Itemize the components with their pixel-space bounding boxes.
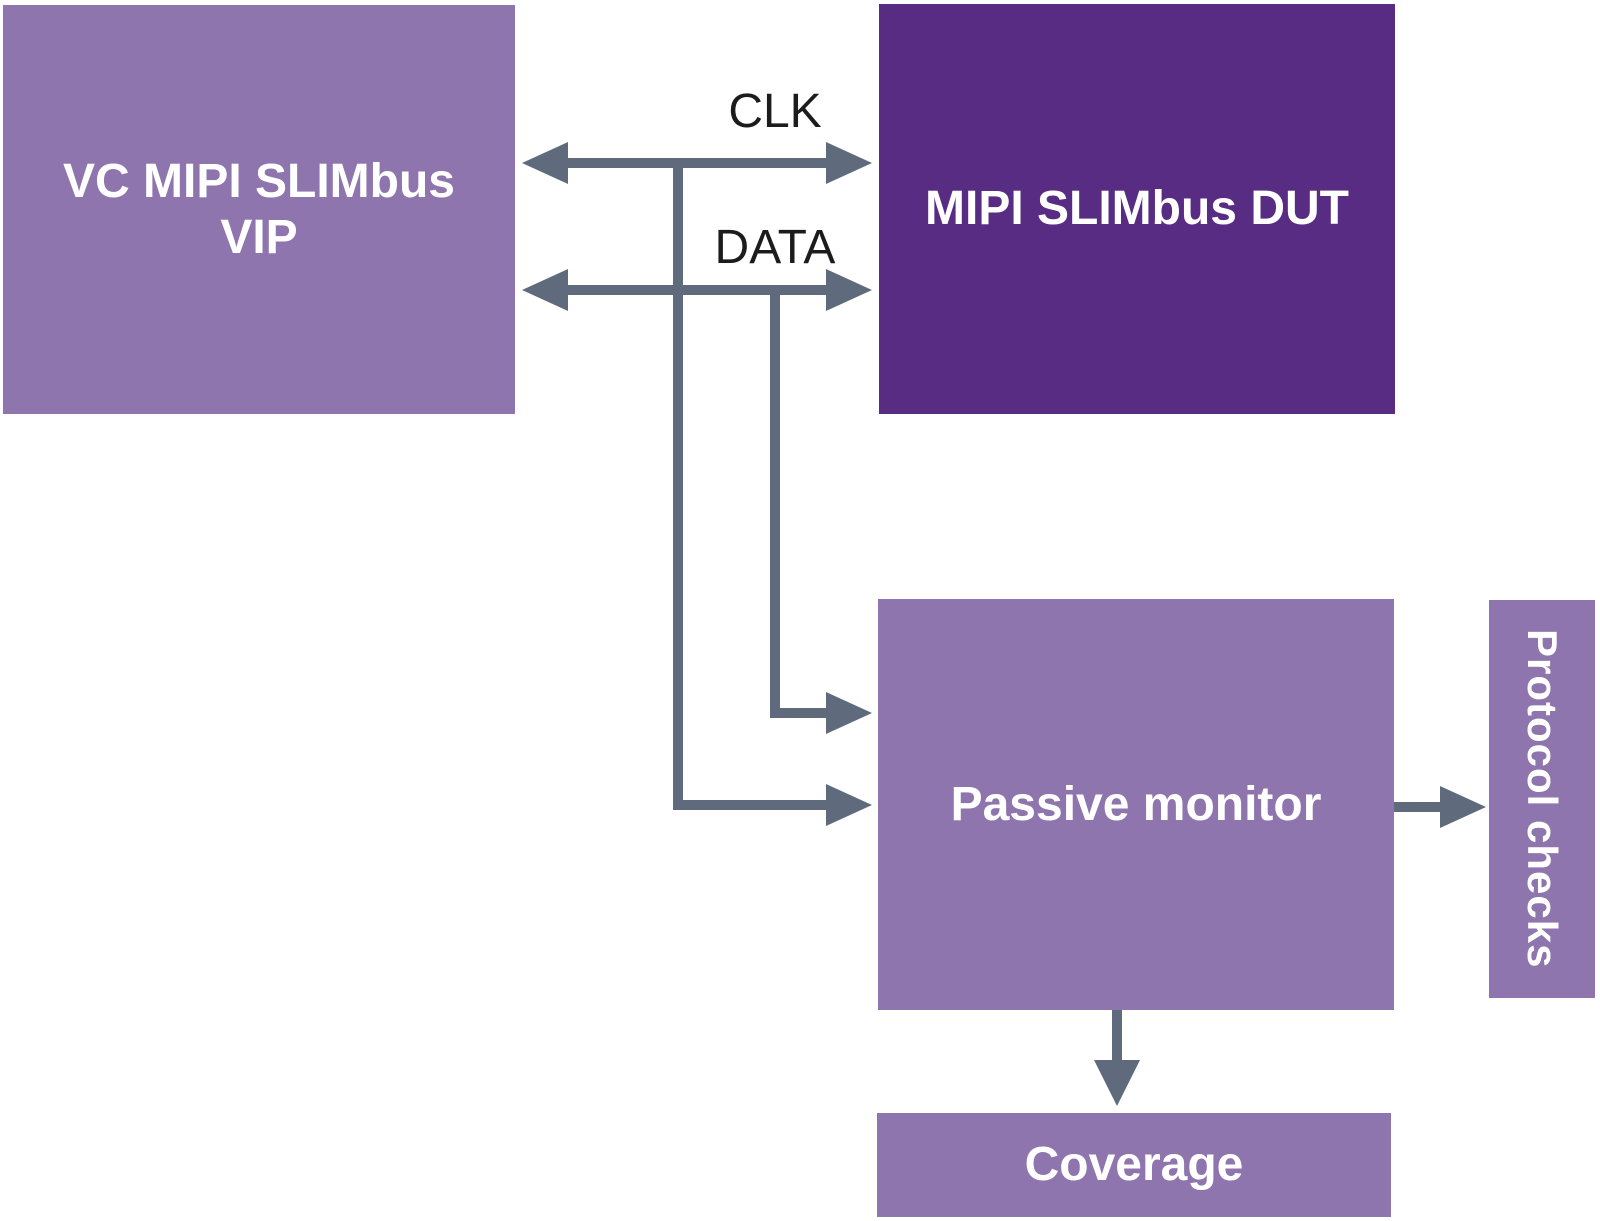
vip-label: VC MIPI SLIMbus VIP bbox=[62, 155, 455, 264]
passive-monitor-block: Passive monitor bbox=[878, 599, 1394, 1010]
monitor-to-protocol-line bbox=[1394, 802, 1444, 812]
data-arrowhead-left bbox=[522, 269, 568, 311]
data-bus-line bbox=[548, 285, 842, 295]
protocol-checks-block: Protocol checks bbox=[1489, 600, 1595, 998]
dut-label: MIPI SLIMbus DUT bbox=[925, 182, 1349, 236]
data-signal-label: DATA bbox=[714, 221, 836, 274]
dut-block: MIPI SLIMbus DUT bbox=[879, 4, 1395, 414]
data-tap-vertical-line bbox=[770, 290, 780, 718]
vip-block: VC MIPI SLIMbus VIP bbox=[3, 5, 515, 414]
clk-tap-vertical-line bbox=[673, 163, 683, 810]
clk-tap-arrowhead bbox=[826, 784, 872, 826]
data-arrowhead-right bbox=[826, 269, 872, 311]
coverage-block: Coverage bbox=[877, 1113, 1391, 1217]
monitor-to-coverage-arrowhead bbox=[1094, 1060, 1140, 1106]
clk-signal-label: CLK bbox=[728, 85, 822, 138]
clk-bus-line bbox=[548, 158, 842, 168]
data-tap-horizontal-line bbox=[770, 708, 831, 718]
monitor-to-protocol-arrowhead bbox=[1440, 786, 1486, 828]
passive-monitor-label: Passive monitor bbox=[950, 777, 1322, 831]
protocol-checks-label: Protocol checks bbox=[1519, 629, 1567, 969]
clk-tap-horizontal-line bbox=[673, 800, 831, 810]
monitor-to-coverage-line bbox=[1112, 1010, 1122, 1064]
data-tap-arrowhead bbox=[826, 692, 872, 734]
clk-arrowhead-left bbox=[522, 142, 568, 184]
coverage-label: Coverage bbox=[1024, 1138, 1244, 1192]
clk-arrowhead-right bbox=[826, 142, 872, 184]
